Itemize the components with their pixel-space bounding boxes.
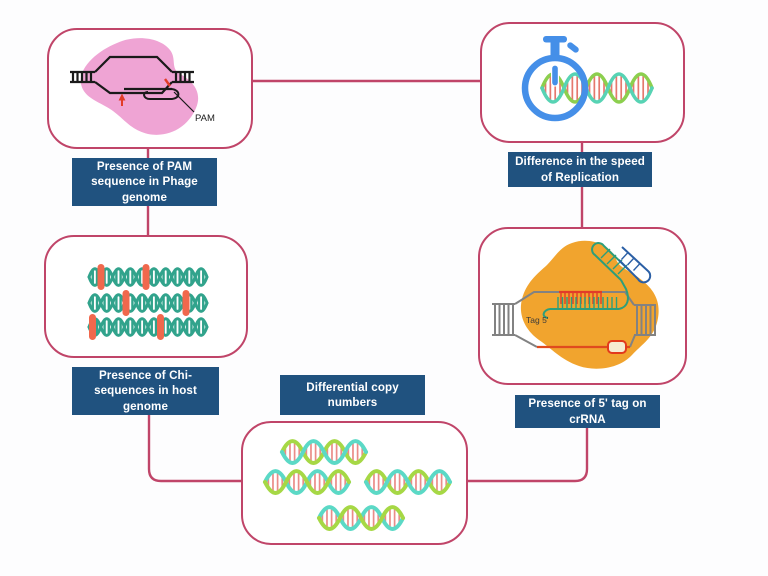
stopwatch-icon <box>521 36 589 122</box>
dna-copies-icon <box>263 439 452 531</box>
node-chi-sequences <box>44 235 248 358</box>
pam-pointer-line <box>173 91 195 113</box>
phage-protein-blob <box>80 38 199 135</box>
label-copy-numbers: Differential copy numbers <box>280 375 425 415</box>
phage-dna-strands <box>70 55 194 100</box>
chi-sequence-dna-icon <box>87 264 209 340</box>
handle-hairpin <box>618 246 652 284</box>
pam-site-marker <box>164 78 171 87</box>
dna-helix-icon <box>364 469 452 495</box>
dna-helix-icon <box>280 439 368 465</box>
label-replication-speed: Difference in the speed of Replication <box>508 152 652 187</box>
strand-direction-arrow <box>118 93 126 106</box>
crrna-hairpin <box>591 242 630 281</box>
connector-tag-copy <box>468 420 589 483</box>
dna-helix-icon <box>87 317 209 337</box>
label-pam-phage-genome: Presence of PAM sequence in Phage genome <box>72 158 217 206</box>
node-crrna-tag: Tag 5' <box>478 227 687 385</box>
label-chi-sequences: Presence of Chi- sequences in host genom… <box>72 367 219 415</box>
chi-site-markers <box>89 264 190 340</box>
dna-helix-icon <box>263 469 351 495</box>
cascade-crrna-tag-icon: Tag 5' <box>492 240 659 369</box>
dna-helix-icon <box>317 505 405 531</box>
node-copy-numbers <box>241 421 468 545</box>
node-pam-phage-genome: PAM <box>47 28 253 149</box>
tag5-annotation: Tag 5' <box>526 315 549 325</box>
pam-annotation: PAM <box>195 113 215 124</box>
node-replication-speed <box>480 22 685 143</box>
connector-chi-copy <box>147 410 241 483</box>
crrna-strand <box>542 279 629 319</box>
phage-dna-pam-loop-icon: PAM <box>70 38 215 135</box>
label-crrna-tag: Presence of 5' tag on crRNA <box>515 395 660 428</box>
tag-highlight-box <box>607 340 627 354</box>
stopwatch-dna-icon <box>521 36 654 122</box>
